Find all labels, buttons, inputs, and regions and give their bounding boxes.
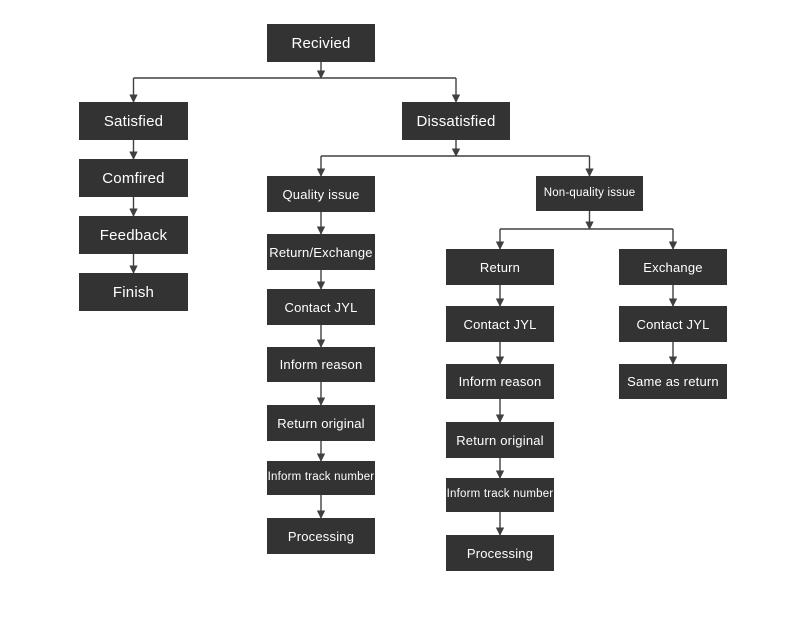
node-quality-return-original-label: Return original bbox=[277, 415, 365, 431]
node-satisfied-label: Satisfied bbox=[103, 112, 164, 130]
node-return-inform-reason-label: Inform reason bbox=[458, 374, 542, 389]
node-finish-label: Finish bbox=[112, 283, 155, 301]
node-quality-inform-track-number-label: Inform track number bbox=[267, 471, 375, 484]
node-dissatisfied[interactable]: Dissatisfied bbox=[402, 102, 510, 140]
node-same-as-return[interactable]: Same as return bbox=[619, 364, 727, 399]
node-received[interactable]: Recivied bbox=[267, 24, 375, 62]
node-return-exchange-label: Return/Exchange bbox=[269, 244, 373, 260]
node-return-processing[interactable]: Processing bbox=[446, 535, 554, 571]
node-return-inform-reason[interactable]: Inform reason bbox=[446, 364, 554, 399]
node-received-label: Recivied bbox=[291, 34, 351, 52]
node-satisfied[interactable]: Satisfied bbox=[79, 102, 188, 140]
node-return-exchange[interactable]: Return/Exchange bbox=[267, 234, 375, 270]
node-exchange-contact-jyl-label: Contact JYL bbox=[636, 316, 710, 332]
node-return-return-original-label: Return original bbox=[456, 432, 544, 448]
node-feedback-label: Feedback bbox=[99, 226, 168, 244]
node-exchange-label: Exchange bbox=[643, 259, 703, 275]
node-quality-inform-reason[interactable]: Inform reason bbox=[267, 347, 375, 382]
node-feedback[interactable]: Feedback bbox=[79, 216, 188, 254]
node-return-label: Return bbox=[479, 259, 521, 275]
node-non-quality-issue-label: Non-quality issue bbox=[543, 186, 636, 199]
node-exchange[interactable]: Exchange bbox=[619, 249, 727, 285]
node-quality-inform-track-number[interactable]: Inform track number bbox=[267, 461, 375, 495]
node-non-quality-issue[interactable]: Non-quality issue bbox=[536, 176, 643, 211]
node-same-as-return-label: Same as return bbox=[627, 374, 719, 389]
node-quality-contact-jyl-label: Contact JYL bbox=[284, 299, 358, 315]
node-quality-issue[interactable]: Quality issue bbox=[267, 176, 375, 212]
node-return-inform-track-number-label: Inform track number bbox=[446, 488, 554, 501]
node-finish[interactable]: Finish bbox=[79, 273, 188, 311]
node-quality-processing[interactable]: Processing bbox=[267, 518, 375, 554]
node-quality-issue-label: Quality issue bbox=[282, 186, 360, 202]
node-quality-return-original[interactable]: Return original bbox=[267, 405, 375, 441]
node-dissatisfied-label: Dissatisfied bbox=[416, 112, 496, 130]
node-exchange-contact-jyl[interactable]: Contact JYL bbox=[619, 306, 727, 342]
node-return[interactable]: Return bbox=[446, 249, 554, 285]
node-quality-inform-reason-label: Inform reason bbox=[279, 357, 363, 372]
node-return-processing-label: Processing bbox=[466, 545, 534, 561]
node-return-contact-jyl-label: Contact JYL bbox=[463, 316, 537, 332]
node-return-contact-jyl[interactable]: Contact JYL bbox=[446, 306, 554, 342]
node-quality-contact-jyl[interactable]: Contact JYL bbox=[267, 289, 375, 325]
node-return-return-original[interactable]: Return original bbox=[446, 422, 554, 458]
node-quality-processing-label: Processing bbox=[287, 528, 355, 544]
node-return-inform-track-number[interactable]: Inform track number bbox=[446, 478, 554, 512]
node-comfired-label: Comfired bbox=[102, 169, 165, 187]
node-comfired[interactable]: Comfired bbox=[79, 159, 188, 197]
